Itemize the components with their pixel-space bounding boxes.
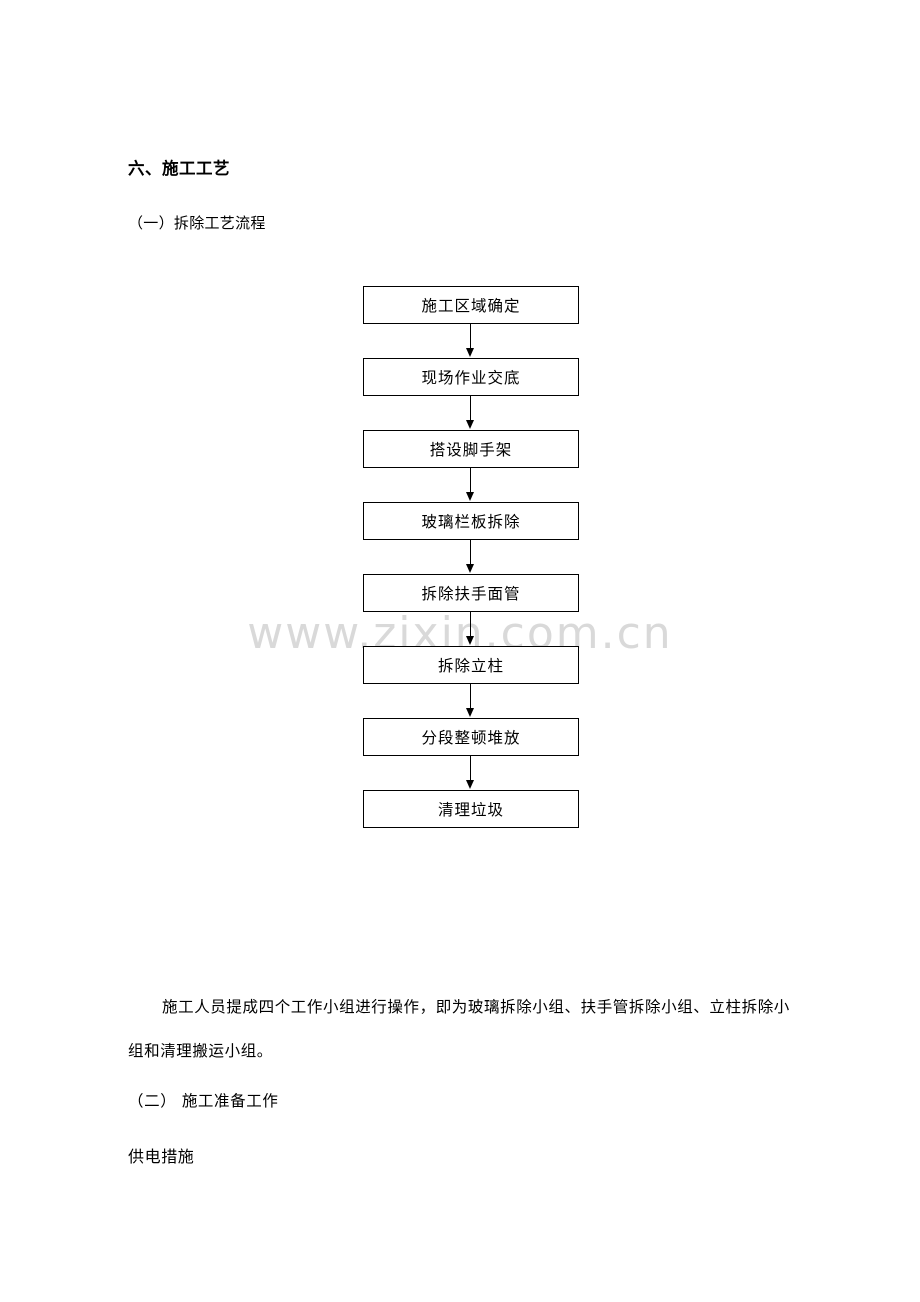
flow-node: 拆除扶手面管 bbox=[363, 574, 579, 612]
flow-node: 搭设脚手架 bbox=[363, 430, 579, 468]
flow-arrow-icon bbox=[363, 612, 579, 646]
flow-arrow-icon bbox=[363, 396, 579, 430]
flow-node: 拆除立柱 bbox=[363, 646, 579, 684]
flow-node: 现场作业交底 bbox=[363, 358, 579, 396]
flow-node: 施工区域确定 bbox=[363, 286, 579, 324]
section-heading: 六、施工工艺 bbox=[128, 159, 230, 178]
body-paragraph: 供电措施 bbox=[128, 1147, 195, 1166]
flow-arrow-icon bbox=[363, 324, 579, 358]
flow-arrow-icon bbox=[363, 684, 579, 718]
flow-arrow-icon bbox=[363, 540, 579, 574]
flow-arrow-icon bbox=[363, 468, 579, 502]
flow-node: 玻璃栏板拆除 bbox=[363, 502, 579, 540]
flow-arrow-icon bbox=[363, 756, 579, 790]
flow-node: 清理垃圾 bbox=[363, 790, 579, 828]
subsection-heading: （一）拆除工艺流程 bbox=[128, 214, 266, 232]
body-paragraph: 施工人员提成四个工作小组进行操作，即为玻璃拆除小组、扶手管拆除小组、立柱拆除小组… bbox=[128, 998, 790, 1060]
flowchart: 施工区域确定 现场作业交底 搭设脚手架 玻璃栏板拆除 拆除扶手面管 拆除立柱 分… bbox=[363, 286, 579, 828]
body-paragraph: （二） 施工准备工作 bbox=[128, 1092, 279, 1110]
flow-node: 分段整顿堆放 bbox=[363, 718, 579, 756]
